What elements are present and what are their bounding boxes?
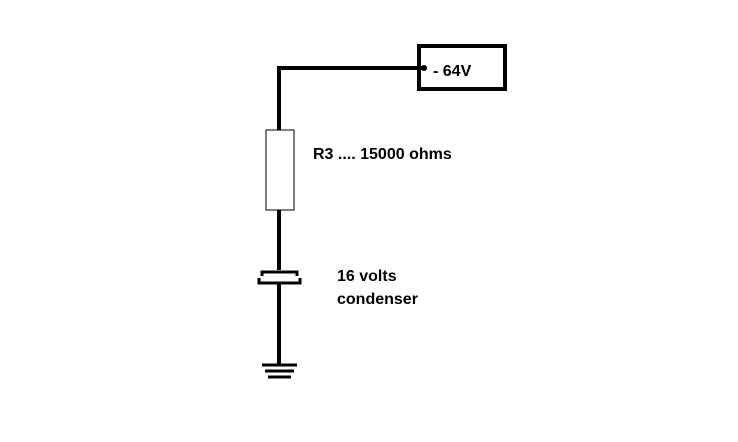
ground-icon — [262, 363, 297, 379]
resistor-label: R3 .... 15000 ohms — [313, 146, 452, 163]
resistor-r3 — [265, 129, 295, 211]
capacitor-top-plate — [260, 270, 299, 276]
capacitor-bottom-plate — [257, 278, 302, 285]
capacitor-label-line1: 16 volts — [337, 268, 397, 285]
supply-voltage-label: - 64V — [433, 63, 472, 80]
capacitor-label-line2: condenser — [337, 291, 418, 308]
wire-junction-dot — [421, 65, 427, 71]
